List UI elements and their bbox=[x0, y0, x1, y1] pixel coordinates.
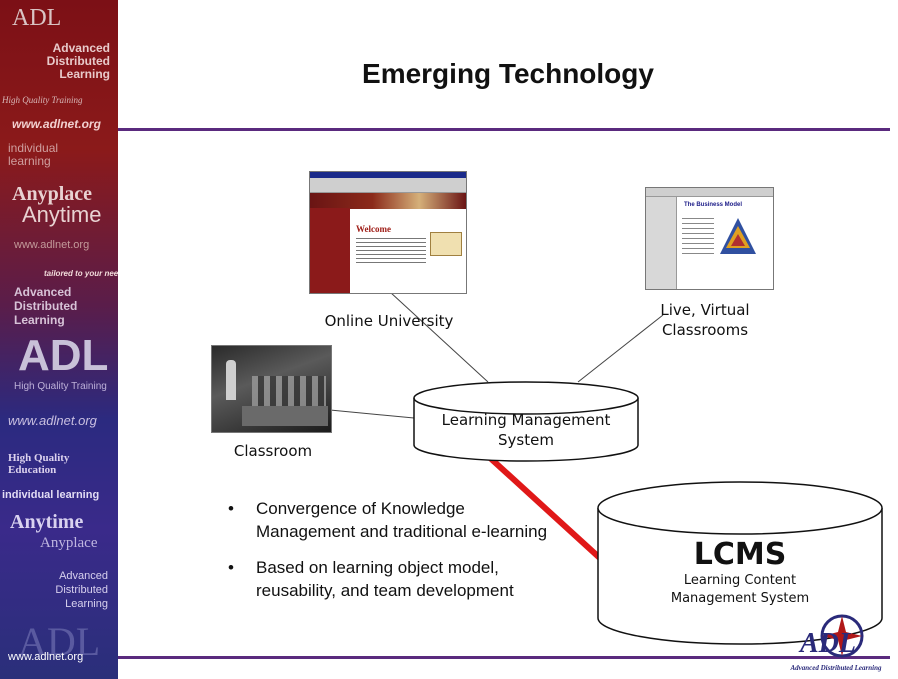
adl-logo-graphic bbox=[820, 614, 864, 658]
banner-advanced-3: Advanced bbox=[59, 570, 108, 582]
title-divider bbox=[118, 128, 890, 131]
slide-title: Emerging Technology bbox=[362, 58, 654, 89]
banner-hq-education-1: High Quality bbox=[8, 452, 70, 464]
banner-high-quality-2: High Quality Training bbox=[14, 381, 107, 392]
lcms-title: LCMS bbox=[693, 537, 787, 572]
label-live-virtual-2: Classrooms bbox=[661, 321, 749, 339]
adl-logo: ADL Advanced Distributed Learning bbox=[786, 612, 886, 676]
banner-hq-education-2: Education bbox=[8, 464, 57, 477]
footer-divider bbox=[118, 656, 890, 659]
business-model-heading: The Business Model bbox=[684, 202, 743, 208]
bullet-dot: • bbox=[228, 499, 234, 518]
lcms-label: LCMS Learning Content Management System bbox=[598, 538, 882, 608]
banner-learning-3: Learning bbox=[65, 597, 108, 610]
banner-hq-education: High Quality Education bbox=[8, 452, 69, 476]
banner-adl-top: ADL bbox=[12, 5, 62, 31]
welcome-heading: Welcome bbox=[356, 224, 391, 234]
banner-individual-block: individual learning bbox=[8, 141, 59, 169]
banner-tailored: tailored to your needs bbox=[44, 269, 118, 278]
label-live-virtual-classrooms: Live, Virtual Classrooms bbox=[630, 300, 780, 340]
banner-anytime-2: Anytime bbox=[10, 511, 84, 533]
banner-distributed-2: Distributed bbox=[14, 298, 78, 313]
bullet-text-2: Based on learning object model, reusabil… bbox=[256, 558, 514, 600]
connector-virtual-classrooms bbox=[577, 314, 664, 383]
banner-high-quality-1: High Quality Training bbox=[2, 95, 83, 105]
label-classroom: Classroom bbox=[233, 442, 313, 460]
label-live-virtual-1: Live, Virtual bbox=[660, 301, 750, 319]
banner-individual: individual bbox=[8, 141, 59, 155]
bullet-text-1: Convergence of Knowledge Management and … bbox=[256, 499, 548, 541]
banner-adl-bottom: ADL bbox=[18, 619, 101, 664]
bullet-item: • Convergence of Knowledge Management an… bbox=[218, 498, 548, 543]
banner-advanced-block-2: Advanced Distributed Learning bbox=[14, 285, 78, 327]
banner-anyplace-2: Anyplace bbox=[40, 535, 98, 551]
connector-online-university bbox=[389, 291, 489, 383]
banner-www-bottom: www.adlnet.org bbox=[8, 651, 84, 663]
online-university-screenshot: Welcome bbox=[309, 171, 467, 294]
virtual-classroom-screenshot: The Business Model bbox=[645, 187, 774, 290]
banner-learning-2: Learning bbox=[14, 312, 65, 327]
banner-www-3: www.adlnet.org bbox=[8, 413, 97, 428]
banner-www-2: www.adlnet.org bbox=[14, 239, 90, 251]
banner-advanced-block-1: Advanced Distributed Learning bbox=[46, 41, 110, 82]
lms-label: Learning Management System bbox=[414, 410, 638, 450]
classroom-photo bbox=[211, 345, 332, 433]
banner-anyplace: Anyplace bbox=[12, 183, 92, 205]
banner-distributed-1: Distributed bbox=[46, 54, 110, 69]
connector-classroom bbox=[329, 409, 415, 419]
bullet-list: • Convergence of Knowledge Management an… bbox=[218, 498, 548, 616]
lms-line-1: Learning Management bbox=[441, 411, 611, 429]
left-banner: ADL Advanced Distributed Learning High Q… bbox=[0, 0, 118, 679]
banner-learning-lower: learning bbox=[8, 154, 51, 169]
bullet-dot: • bbox=[228, 558, 234, 578]
lcms-line-2: Management System bbox=[670, 591, 810, 606]
lms-line-2: System bbox=[498, 431, 554, 449]
banner-advanced-2: Advanced bbox=[14, 285, 72, 299]
label-online-university: Online University bbox=[324, 312, 454, 330]
banner-advanced-1: Advanced bbox=[52, 41, 110, 55]
banner-adl-big: ADL bbox=[18, 331, 109, 380]
adl-logo-tagline: Advanced Distributed Learning bbox=[790, 664, 882, 672]
lcms-line-1: Learning Content bbox=[683, 573, 797, 588]
banner-anytime: Anytime bbox=[22, 202, 102, 227]
banner-advanced-block-3: Advanced Distributed Learning bbox=[55, 570, 108, 611]
connector-lcms bbox=[485, 453, 605, 563]
lcms-cylinder bbox=[597, 481, 883, 645]
bullet-item: • Based on learning object model, reusab… bbox=[218, 557, 548, 602]
banner-www-1: www.adlnet.org bbox=[12, 117, 101, 131]
banner-individual-learning: individual learning bbox=[2, 489, 100, 501]
pyramid-graphic bbox=[720, 218, 756, 254]
banner-distributed-3: Distributed bbox=[55, 583, 108, 596]
lms-cylinder bbox=[413, 381, 639, 462]
adl-logo-text: ADL bbox=[800, 628, 856, 659]
banner-learning-1: Learning bbox=[59, 67, 110, 82]
